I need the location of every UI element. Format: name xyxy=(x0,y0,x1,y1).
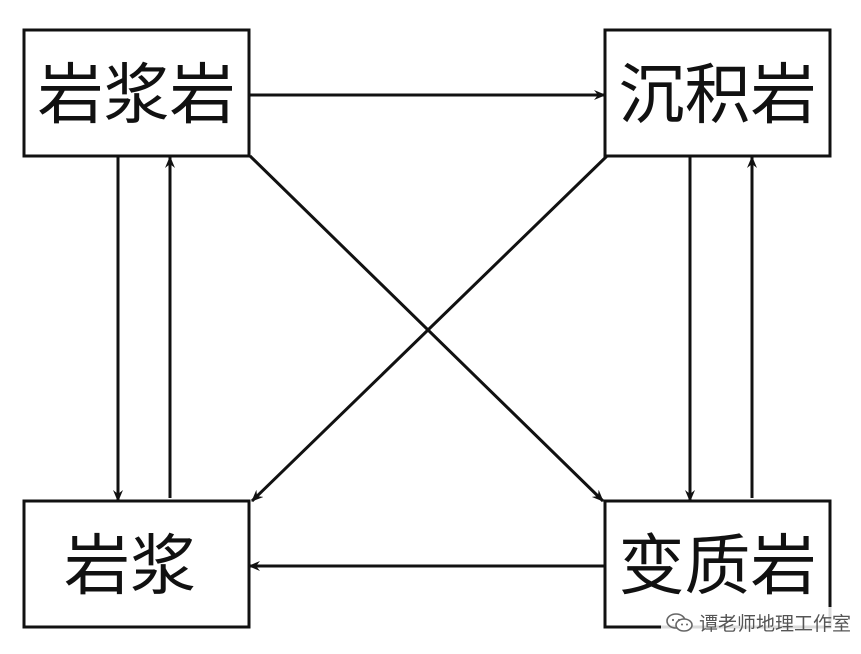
node-igneous-rock: 岩浆岩 xyxy=(22,28,251,158)
watermark: 谭老师地理工作室 xyxy=(660,607,855,638)
arrow-igneous-to-metamorphic xyxy=(248,154,605,503)
node-sedimentary-rock: 沉积岩 xyxy=(603,28,832,158)
node-sedimentary-rock-label: 沉积岩 xyxy=(619,57,817,134)
wechat-icon xyxy=(666,612,693,632)
watermark-text: 谭老师地理工作室 xyxy=(698,613,851,635)
node-metamorphic-rock-label: 变质岩 xyxy=(619,528,817,605)
node-magma: 岩浆 xyxy=(22,499,251,629)
node-igneous-rock-label: 岩浆岩 xyxy=(38,57,236,134)
node-magma-label: 岩浆 xyxy=(64,528,196,605)
arrow-sedimentary-to-magma xyxy=(250,154,609,503)
node-metamorphic-rock: 变质岩 xyxy=(603,499,832,629)
